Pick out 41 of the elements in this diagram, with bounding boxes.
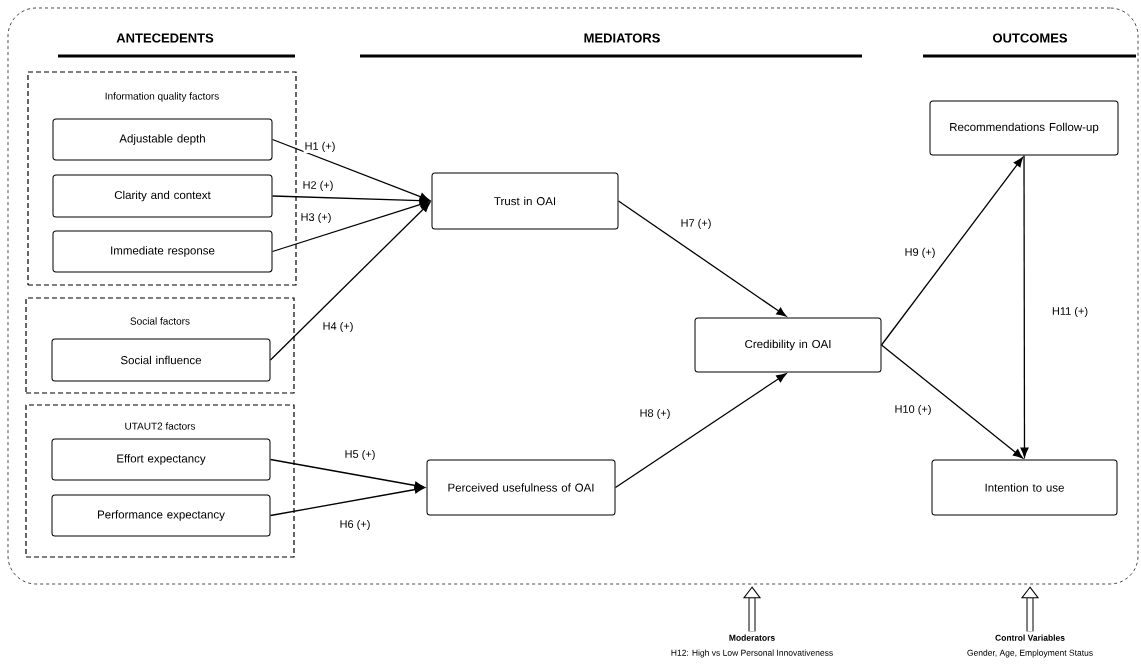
section-heading: ANTECEDENTS bbox=[116, 33, 214, 43]
construct-box: Adjustable depth bbox=[52, 118, 273, 161]
note-text: Control Variables Gender, Age, Employment Status bbox=[967, 634, 1093, 658]
arrow bbox=[880, 157, 1024, 346]
construct-box: Social influence bbox=[51, 338, 271, 382]
edge-label: H6 (+) bbox=[338, 518, 372, 532]
section-heading: OUTCOMES bbox=[993, 33, 1068, 43]
note-text: Moderators H12: High vs Low Personal Innovativeness bbox=[671, 634, 833, 658]
construct-box: Effort expectancy bbox=[51, 438, 271, 481]
construct-box: Immediate response bbox=[52, 230, 273, 273]
edge-label: H9 (+) bbox=[903, 246, 937, 260]
edge-label: H10 (+) bbox=[893, 403, 933, 417]
construct-box: Perceived usefulness of OAI bbox=[426, 459, 616, 516]
arrow bbox=[880, 344, 1024, 459]
hollow-arrow bbox=[1021, 586, 1039, 632]
arrow bbox=[1020, 154, 1029, 458]
arrow bbox=[271, 138, 430, 201]
arrow bbox=[269, 485, 425, 517]
edge-label: H7 (+) bbox=[679, 217, 713, 231]
construct-box: Performance expectancy bbox=[51, 494, 271, 537]
construct-box: Recommendations Follow-up bbox=[929, 100, 1119, 156]
edge-label: H4 (+) bbox=[321, 320, 355, 334]
arrow bbox=[271, 195, 430, 205]
construct-box: Clarity and context bbox=[52, 174, 273, 218]
construct-box: Intention to use bbox=[931, 459, 1118, 516]
arrow bbox=[269, 202, 431, 361]
construct-box: Credibility in OAI bbox=[694, 317, 882, 373]
section-heading: MEDIATORS bbox=[584, 33, 660, 43]
arrow bbox=[614, 373, 787, 489]
arrow bbox=[269, 458, 425, 490]
model-frame bbox=[7, 7, 1139, 585]
hollow-arrow bbox=[743, 586, 761, 632]
edge-label: H3 (+) bbox=[299, 211, 333, 225]
edge-label: H8 (+) bbox=[638, 407, 672, 421]
arrow bbox=[271, 200, 430, 253]
edge-label: H5 (+) bbox=[343, 448, 377, 462]
edge-label: H11 (+) bbox=[1050, 305, 1090, 319]
arrow bbox=[617, 200, 787, 317]
edge-label: H1 (+) bbox=[303, 140, 337, 154]
construct-box: Trust in OAI bbox=[431, 172, 619, 230]
edge-label: H2 (+) bbox=[301, 179, 335, 193]
